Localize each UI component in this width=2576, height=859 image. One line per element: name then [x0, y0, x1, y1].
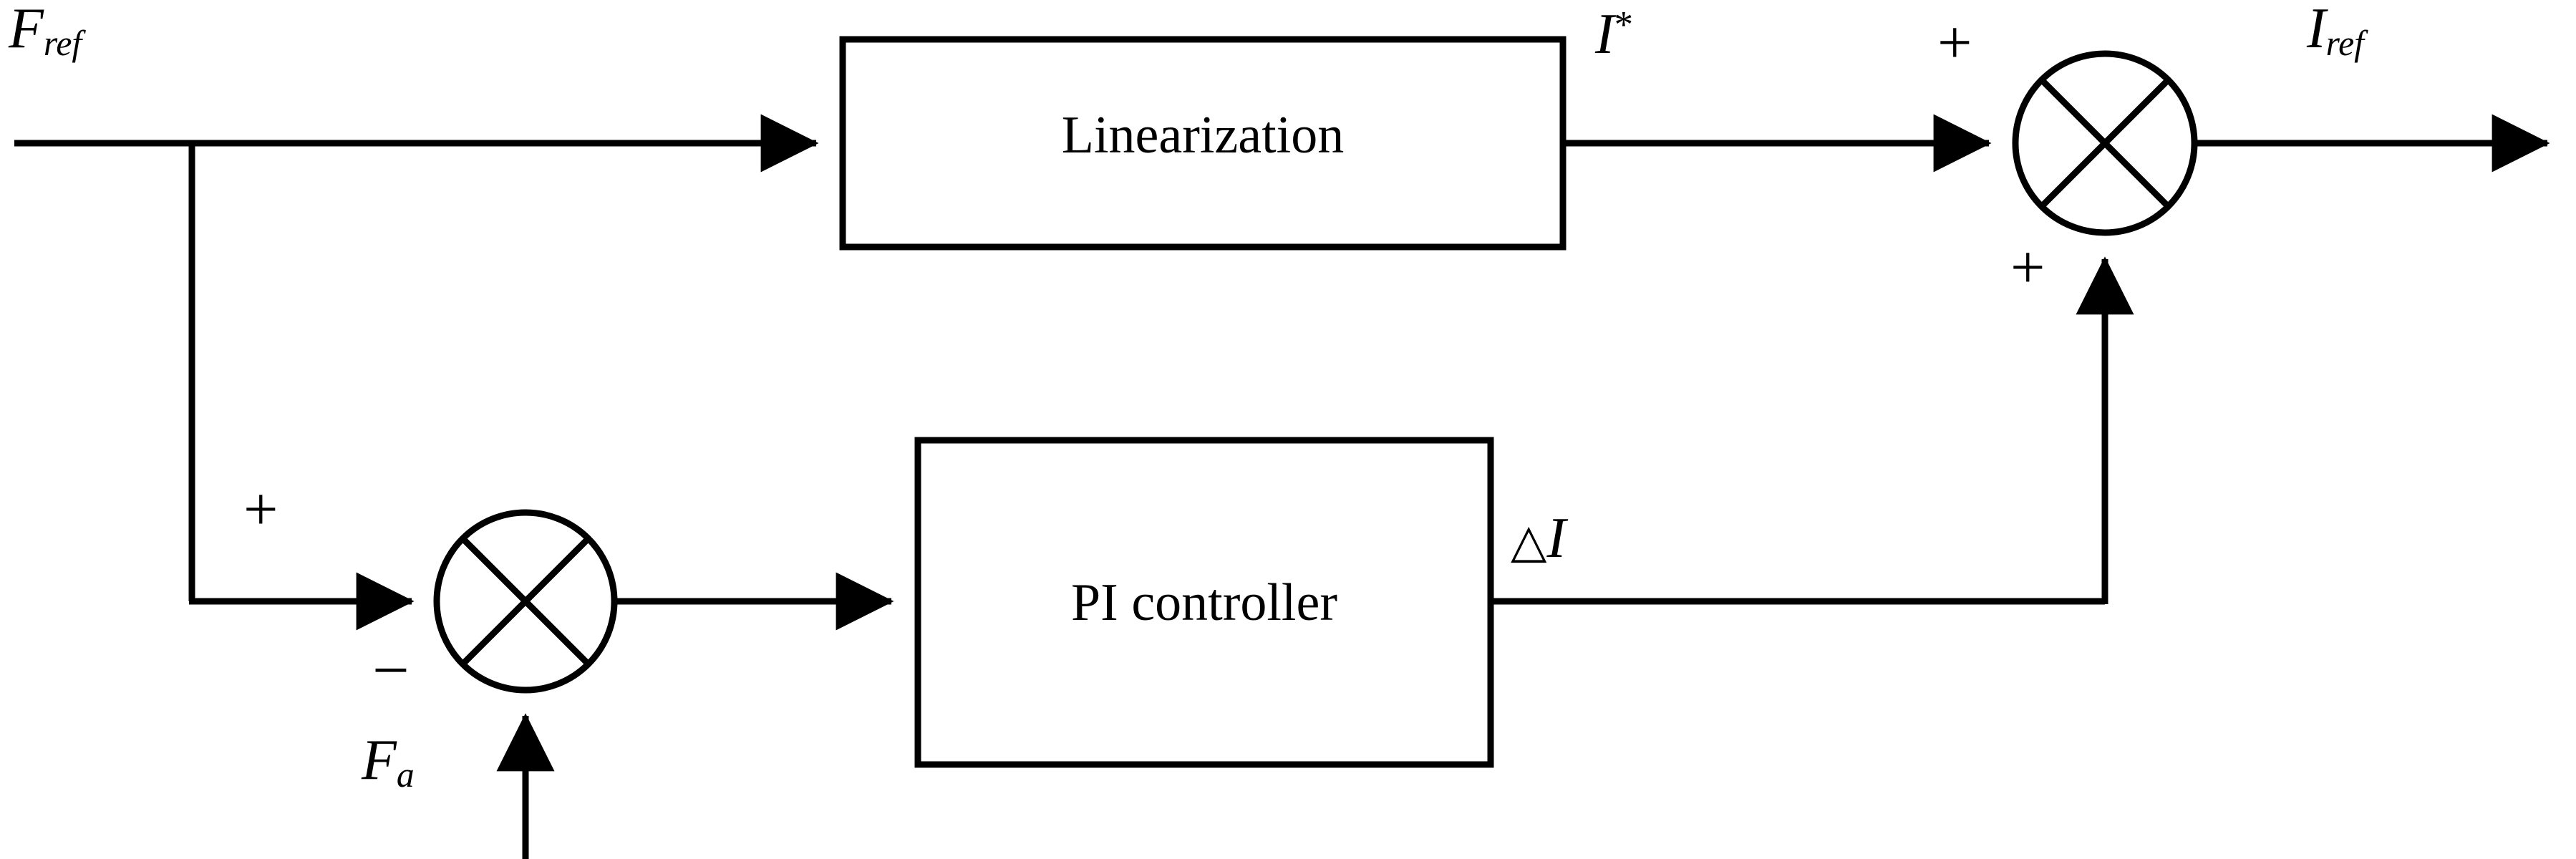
sign-label-sum-error-top: +	[243, 475, 279, 543]
signal-label-current-star-base: I	[1595, 3, 1614, 66]
block-pi-controller	[914, 437, 1494, 768]
block-linearization	[839, 36, 1567, 251]
signal-label-current-reference-base: I	[2307, 0, 2326, 60]
signal-label-force-actual-base: F	[362, 729, 397, 792]
sign-label-sum-error-bottom: −	[372, 634, 410, 707]
signal-label-force-actual: Fa	[362, 732, 415, 793]
signal-label-force-reference: Fref	[9, 0, 82, 62]
sign-label-sum-output-bottom: +	[2010, 233, 2045, 301]
signal-label-current-star: I*	[1595, 6, 1633, 63]
delta-icon: △	[1511, 516, 1547, 568]
signal-label-delta-current: △I	[1511, 510, 1566, 567]
block-label-pi-controller: PI controller	[1071, 573, 1337, 632]
signal-label-current-reference-sub: ref	[2325, 23, 2364, 63]
signal-label-force-actual-sub: a	[396, 754, 415, 795]
signal-label-current-star-sup: *	[1614, 4, 1634, 46]
signal-label-force-reference-sub: ref	[43, 23, 82, 63]
sign-label-sum-output-top: +	[1937, 8, 1972, 77]
signal-label-delta-current-base: I	[1546, 507, 1567, 570]
signal-label-current-reference: Iref	[2307, 0, 2364, 62]
signal-label-force-reference-base: F	[9, 0, 44, 60]
summing-junction-output-cross-b	[2039, 77, 2171, 209]
block-label-linearization: Linearization	[1061, 106, 1345, 165]
summing-junction-error-cross-b	[460, 535, 591, 667]
